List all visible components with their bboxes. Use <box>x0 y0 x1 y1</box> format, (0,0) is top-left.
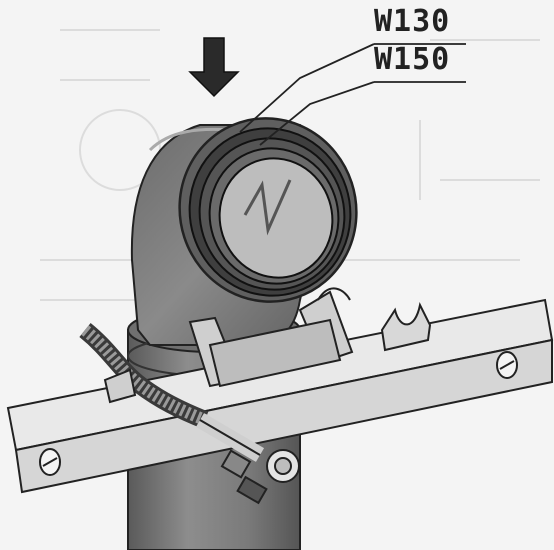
size-label-lower: W150 <box>374 42 451 77</box>
spare-clip <box>380 301 432 352</box>
hose-connector <box>195 413 300 505</box>
corrugated-hose <box>79 322 209 429</box>
leader-lines <box>239 43 466 146</box>
size-label-upper: W130 <box>374 4 451 39</box>
socket-seal-rings <box>178 117 358 303</box>
pipe-clamp <box>188 287 354 388</box>
down-arrow-icon <box>188 37 240 98</box>
